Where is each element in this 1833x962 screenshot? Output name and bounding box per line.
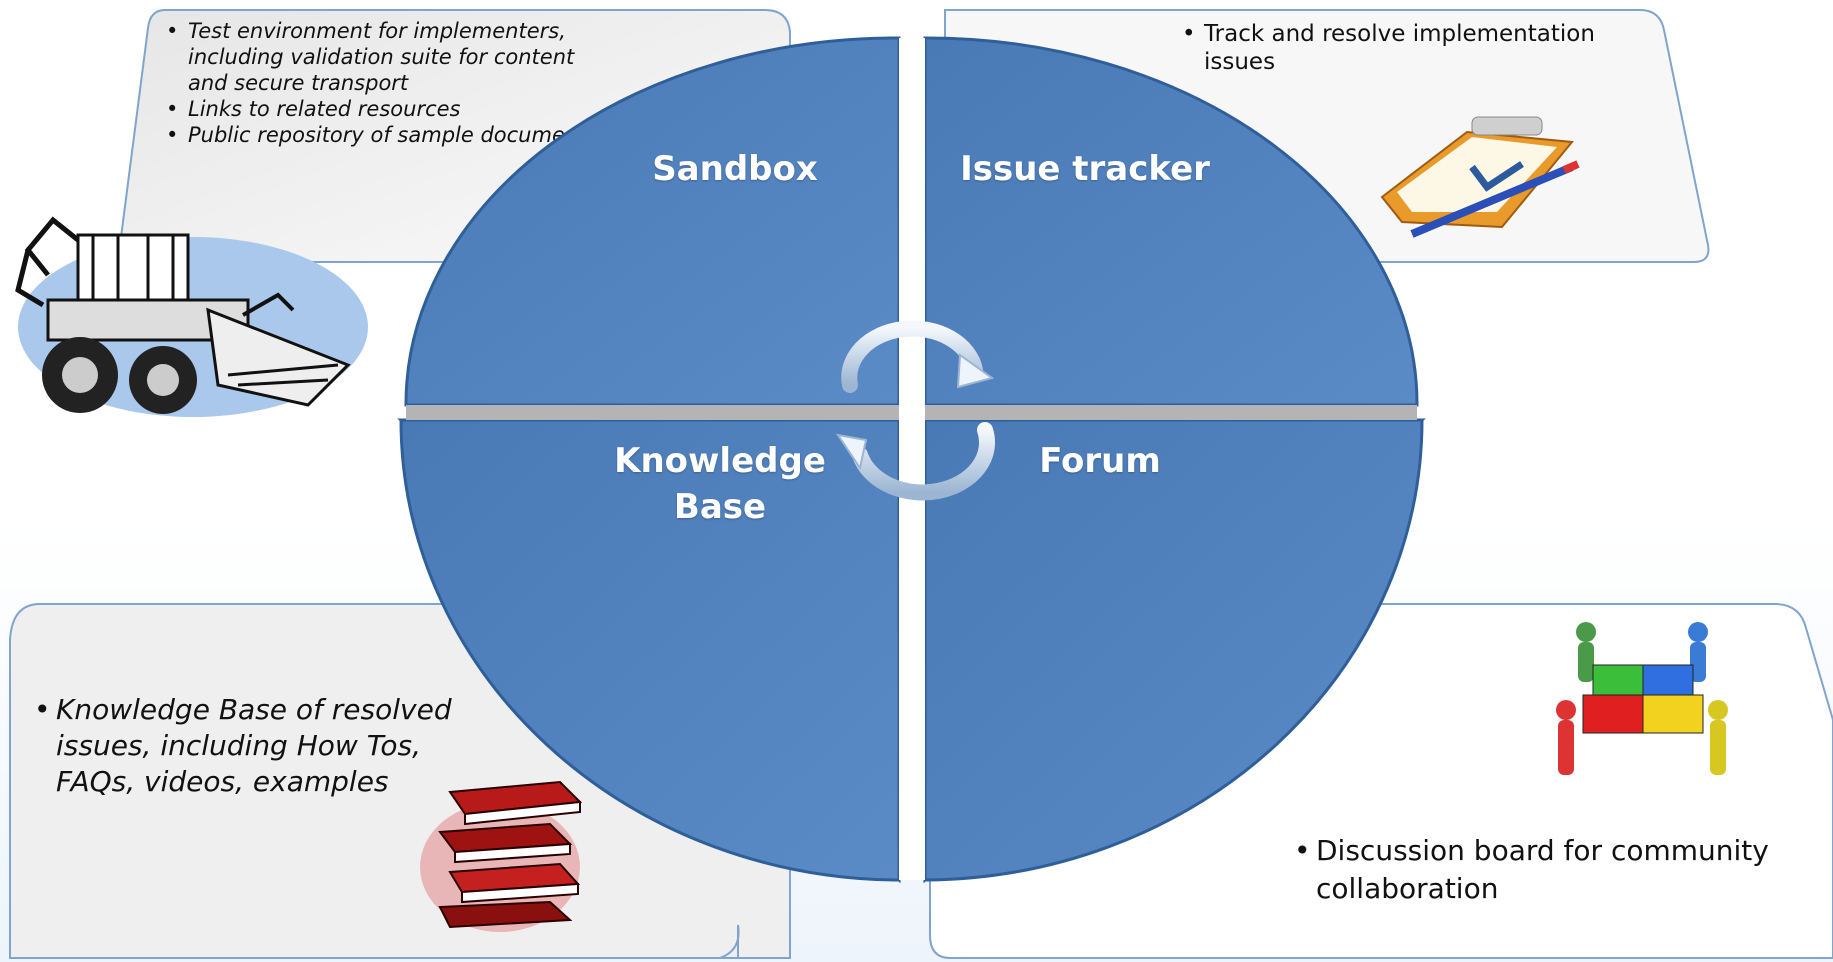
sandbox-bullet-3: Public repository of sample documents xyxy=(162,122,602,148)
quadrant-issue-tracker xyxy=(923,36,1419,407)
issue-tracker-bullets: Track and resolve implementation issues xyxy=(1178,20,1598,76)
sandbox-bullet-1: Test environment for implementers, inclu… xyxy=(162,18,602,96)
cycle-arrows-icon xyxy=(841,320,995,501)
issue-tracker-bullet-1: Track and resolve implementation issues xyxy=(1178,20,1598,76)
backhoe-loader-icon xyxy=(15,216,368,417)
quadrant-title-sandbox: Sandbox xyxy=(652,149,818,189)
quadrant-title-forum: Forum xyxy=(1039,441,1161,481)
knowledge-base-bullet-1: Knowledge Base of resolved issues, inclu… xyxy=(30,692,490,800)
clipboard-checkmark-icon xyxy=(1380,116,1580,238)
knowledge-base-bullets: Knowledge Base of resolved issues, inclu… xyxy=(30,692,490,800)
quadrant-title-knowledge-base: Knowledge Base xyxy=(614,441,826,527)
sandbox-bullet-2: Links to related resources xyxy=(162,96,602,122)
quadrant-sandbox xyxy=(404,36,901,407)
sandbox-bullets: Test environment for implementers, inclu… xyxy=(162,18,602,148)
puzzle-team-icon xyxy=(1556,622,1728,775)
book-stack-icon xyxy=(420,780,583,932)
forum-bullet-1: Discussion board for community collabora… xyxy=(1290,832,1830,908)
quadrant-title-issue-tracker: Issue tracker xyxy=(960,149,1210,189)
forum-bullets: Discussion board for community collabora… xyxy=(1290,832,1830,908)
